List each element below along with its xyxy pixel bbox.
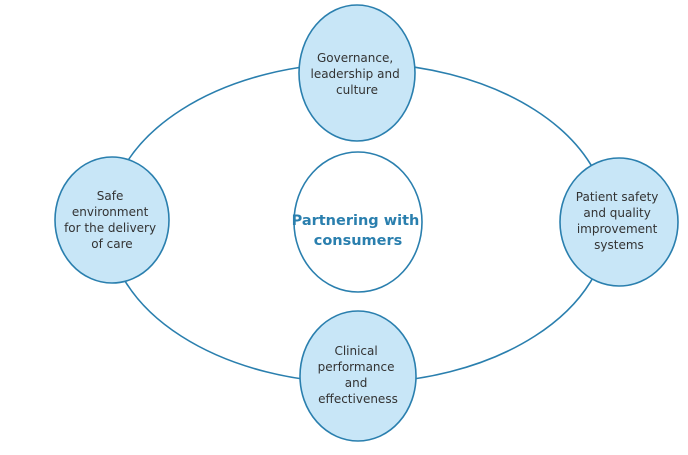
center-circle (293, 151, 423, 293)
node-patient-safety: Patient safety and quality improvement s… (559, 157, 679, 287)
node-label-line: leadership and (310, 67, 399, 81)
node-label-line: and (345, 376, 368, 390)
node-circle (54, 156, 170, 284)
node-circle (559, 157, 679, 287)
center-node: Partnering with consumers (292, 151, 425, 293)
node-safe-environment: Safe environment for the delivery of car… (54, 156, 170, 284)
node-label: Safe environment for the delivery of car… (64, 189, 160, 251)
node-label-line: Patient safety (576, 190, 659, 204)
center-label-line: consumers (314, 233, 403, 249)
node-label-line: effectiveness (318, 392, 398, 406)
node-label-line: and quality (583, 206, 650, 220)
node-circle (299, 310, 417, 442)
node-label-line: systems (594, 238, 644, 252)
node-label: Clinical performance and effectiveness (318, 344, 399, 406)
node-label: Patient safety and quality improvement s… (576, 190, 662, 252)
node-label-line: Clinical (334, 344, 377, 358)
node-label-line: of care (91, 237, 132, 251)
node-label-line: culture (336, 83, 378, 97)
node-label-line: performance (318, 360, 395, 374)
node-clinical-performance: Clinical performance and effectiveness (299, 310, 417, 442)
node-label-line: for the delivery (64, 221, 156, 235)
center-label-line: Partnering with (292, 213, 420, 229)
node-governance: Governance, leadership and culture (298, 4, 416, 142)
node-label: Governance, leadership and culture (310, 51, 403, 97)
center-label: Partnering with consumers (292, 213, 425, 249)
node-label-line: Governance, (317, 51, 393, 65)
node-label-line: Safe (97, 189, 124, 203)
node-circle (298, 4, 416, 142)
node-label-line: environment (72, 205, 149, 219)
node-label-line: improvement (577, 222, 658, 236)
